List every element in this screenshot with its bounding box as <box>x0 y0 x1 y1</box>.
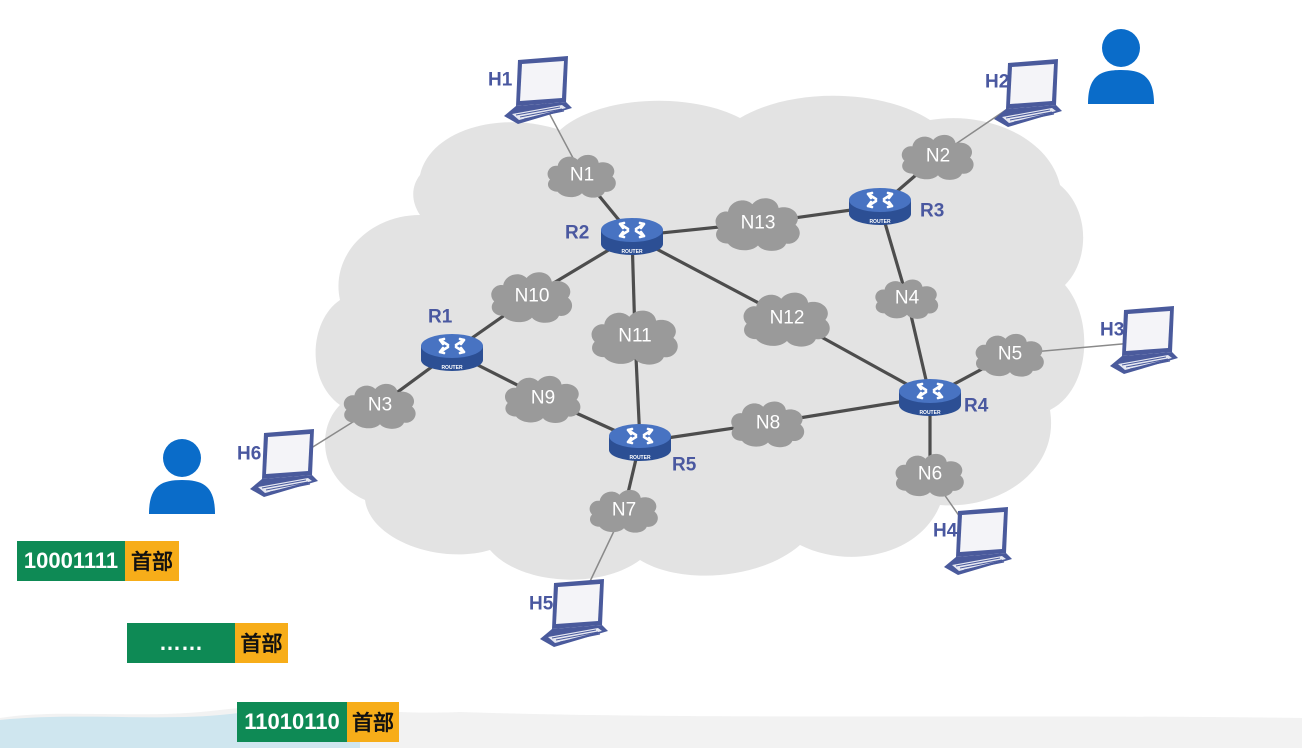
packet-data: 11010110 <box>237 702 347 742</box>
host-h2: H2 <box>985 58 1062 128</box>
packet-last: 11010110 首部 <box>237 702 399 742</box>
network-n6: N6 <box>895 453 964 497</box>
host-h1: H1 <box>488 55 572 125</box>
network-n8: N8 <box>731 401 805 448</box>
router-caption: ROUTER <box>621 249 643 255</box>
router-label: R1 <box>428 307 453 328</box>
packet-first: 10001111 首部 <box>17 541 179 581</box>
laptop-icon <box>993 58 1062 128</box>
network-n11: N11 <box>591 310 678 365</box>
host-h6: H6 <box>237 428 318 498</box>
host-label: H6 <box>237 444 261 465</box>
laptop-icon <box>503 55 572 125</box>
network-label: N3 <box>368 395 392 416</box>
router-caption: ROUTER <box>629 455 651 461</box>
host-label: H3 <box>1100 320 1124 341</box>
router-r1: ROUTER R1 <box>420 307 484 372</box>
network-label: N13 <box>741 213 776 234</box>
network-label: N1 <box>570 165 594 186</box>
router-r2: ROUTER R2 <box>565 216 664 256</box>
router-caption: ROUTER <box>919 410 941 416</box>
host-h4: H4 <box>933 506 1012 576</box>
network-label: N4 <box>895 288 920 309</box>
network-label: N5 <box>998 344 1022 365</box>
network-label: N9 <box>531 388 555 409</box>
network-n5: N5 <box>975 333 1044 377</box>
router-caption: ROUTER <box>441 365 463 371</box>
host-label: H1 <box>488 70 513 91</box>
network-n7: N7 <box>589 489 658 533</box>
router-r4: ROUTER R4 <box>898 377 989 417</box>
packet-header: 首部 <box>347 702 399 742</box>
packet-middle: …… 首部 <box>127 623 288 663</box>
host-label: H5 <box>529 594 554 615</box>
network-label: N8 <box>756 413 780 434</box>
network-label: N12 <box>770 308 805 329</box>
network-n9: N9 <box>504 375 581 424</box>
packet-data: 10001111 <box>17 541 125 581</box>
host-h5: H5 <box>529 578 608 648</box>
bottom-wave <box>0 706 1302 748</box>
network-n3: N3 <box>343 383 416 429</box>
router-label: R2 <box>565 223 589 244</box>
packet-header: 首部 <box>125 541 179 581</box>
network-label: N11 <box>618 326 651 347</box>
network-label: N10 <box>515 286 550 307</box>
host-h3: H3 <box>1100 305 1178 375</box>
router-label: R4 <box>964 396 989 417</box>
user-icon <box>1088 29 1154 104</box>
network-n2: N2 <box>901 134 974 180</box>
router-r3: ROUTER R3 <box>848 186 944 226</box>
network-n13: N13 <box>715 198 800 251</box>
network-label: N2 <box>926 146 950 167</box>
network-n12: N12 <box>743 292 830 347</box>
router-caption: ROUTER <box>869 219 891 225</box>
network-label: N6 <box>918 464 942 485</box>
host-label: H4 <box>933 521 958 542</box>
packet-data: …… <box>127 623 235 663</box>
user-icon <box>149 439 215 514</box>
network-n10: N10 <box>491 272 573 323</box>
router-r5: ROUTER R5 <box>608 422 697 476</box>
network-label: N7 <box>612 500 636 521</box>
network-n1: N1 <box>547 154 616 198</box>
packet-header: 首部 <box>235 623 288 663</box>
network-n4: N4 <box>875 279 939 319</box>
router-label: R3 <box>920 201 944 222</box>
router-label: R5 <box>672 455 697 476</box>
host-label: H2 <box>985 72 1009 93</box>
